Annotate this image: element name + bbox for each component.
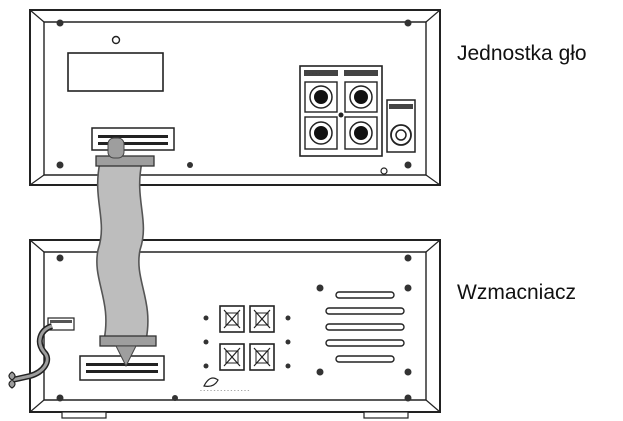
screw-icon (404, 284, 412, 292)
terminal-jack-icon (304, 81, 338, 113)
speaker-terminals: · · · · (299, 65, 383, 157)
caption-amplifier: Wzmacniacz (457, 281, 577, 304)
svg-text:· · · ·: · · · · (309, 71, 321, 77)
antenna-socket (386, 99, 416, 153)
screw-icon (56, 254, 64, 262)
power-inlet (47, 317, 75, 331)
screw-icon (316, 368, 324, 376)
top-unit-rear-panel: · · · · (29, 9, 441, 186)
terminal-jack-icon (344, 81, 378, 113)
caption-speaker-unit: Jednostka gło (457, 42, 587, 65)
ribbon-cable-icon (95, 137, 157, 368)
screw-icon (172, 395, 178, 401)
terminal-clip-icon (219, 305, 245, 333)
cable-socket-top (91, 127, 175, 151)
screw-icon (404, 254, 412, 262)
screw-icon (404, 394, 412, 402)
terminal-clip-icon (219, 343, 245, 371)
amplifier-rear-panel: - - - - - - - - - - - - - - - (29, 239, 441, 419)
cable-socket-bottom (79, 355, 165, 381)
screw-icon (56, 394, 64, 402)
screw-icon (404, 19, 412, 27)
svg-text:- - - - - - - - - - - - - - -: - - - - - - - - - - - - - - - (200, 388, 250, 394)
terminal-jack-icon (304, 116, 338, 150)
screw-icon (187, 162, 193, 168)
label-plate (67, 52, 164, 92)
power-cord-icon (8, 323, 54, 389)
screw-icon (56, 161, 64, 169)
screw-icon (56, 19, 64, 27)
terminal-clip-icon (249, 343, 275, 371)
terminal-clip-icon (249, 305, 275, 333)
terminal-jack-icon (344, 116, 378, 150)
screw-icon (316, 284, 324, 292)
speaker-output-terminals: - - - - - - - - - - - - - - - (200, 305, 291, 394)
screw-icon (404, 161, 412, 169)
ventilation-grille (325, 291, 405, 363)
screw-icon (404, 368, 412, 376)
